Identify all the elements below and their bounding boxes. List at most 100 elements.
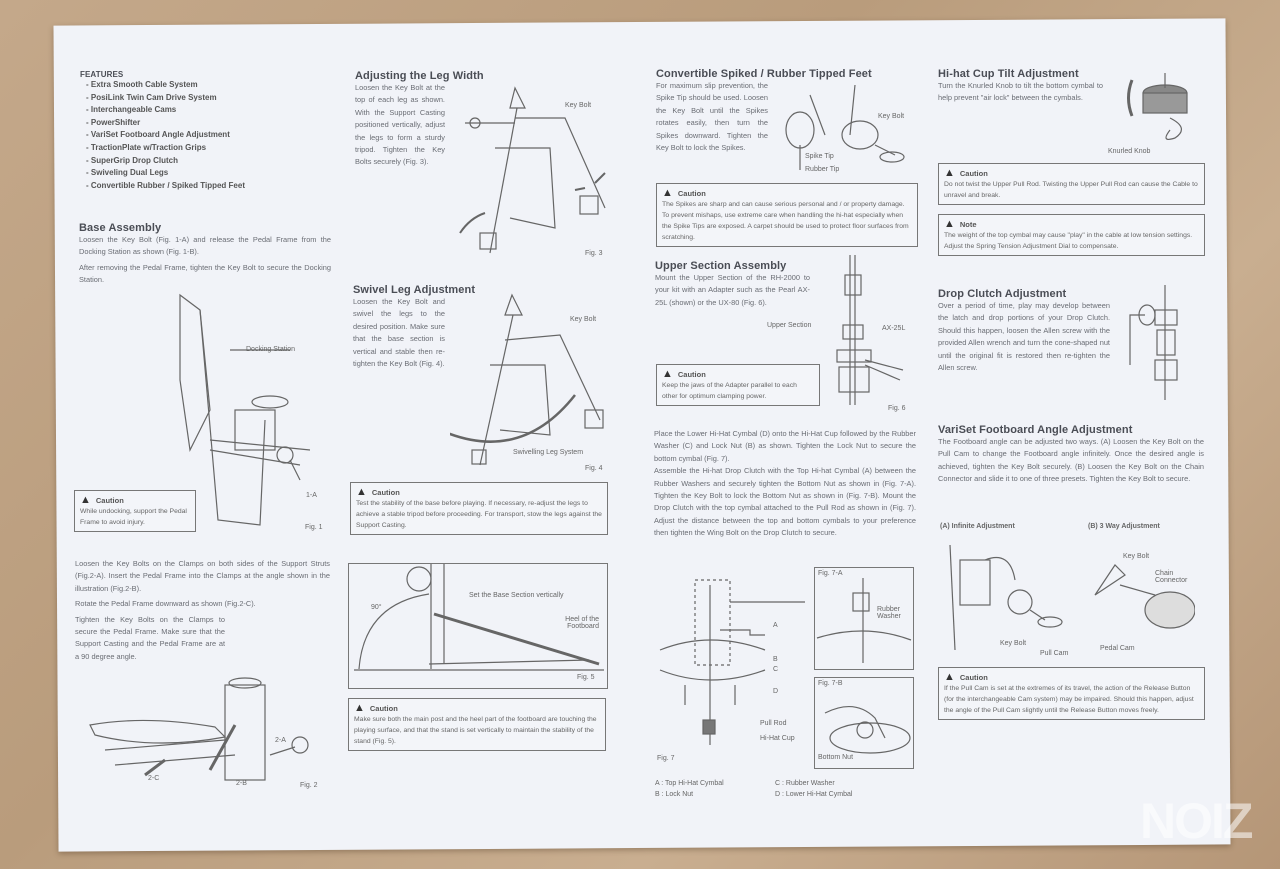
legend-item: B : Lock Nut — [655, 791, 694, 798]
tilt-drawing — [1127, 73, 1188, 140]
pedal-frame-p5: Tighten the Key Bolts on the Clamps to s… — [75, 614, 225, 661]
caution-title: Caution — [369, 703, 398, 713]
knurled-knob-label: Knurled Knob — [1108, 148, 1151, 155]
cymbal-p1: Place the Lower Hi-Hat Cymbal (D) onto t… — [654, 429, 916, 463]
feet-text: For maximum slip prevention, the Spike T… — [656, 81, 768, 153]
caution-text: While undocking, support the Pedal Frame… — [80, 508, 187, 526]
fig3-caption: Fig. 3 — [585, 250, 603, 257]
rubber-washer-label: Rubber Washer — [877, 606, 901, 620]
feature-item: - PowerShifter — [86, 117, 141, 127]
feature-item: - Interchangeable Cams — [86, 105, 177, 115]
fig4-key-bolt-label: Key Bolt — [570, 316, 597, 323]
warning-icon: ▲ — [354, 702, 365, 714]
fig2-drawing — [89, 677, 309, 781]
fig1-a-label: 1-A — [306, 492, 317, 499]
caution-title: Caution — [959, 672, 988, 682]
warning-icon: ▲ — [944, 167, 955, 179]
drop-clutch-section: Drop Clutch Adjustment Over a period of … — [938, 288, 1110, 374]
fig7a-box: Fig. 7-A Rubber Washer — [814, 567, 914, 670]
a-pull-cam-label: Pull Cam — [1040, 650, 1069, 657]
b-chain-connector-label: Chain Connector — [1155, 570, 1188, 584]
cymbal-p2: Assemble the Hi-hat Drop Clutch with the… — [654, 466, 916, 538]
cymbal-instructions: Place the Lower Hi-Hat Cymbal (D) onto t… — [654, 428, 916, 540]
feature-item: - Extra Smooth Cable System — [86, 80, 198, 89]
features-list: - Extra Smooth Cable System - PosiLink T… — [80, 79, 330, 192]
infinite-adjustment-title: (A) Infinite Adjustment — [940, 523, 1015, 530]
tilt-section: Hi-hat Cup Tilt Adjustment Turn the Knur… — [938, 68, 1108, 105]
fig2-caption: Fig. 2 — [300, 782, 318, 789]
features-section: FEATURES - Extra Smooth Cable System - P… — [80, 70, 330, 192]
tilt-title: Hi-hat Cup Tilt Adjustment — [938, 68, 1079, 80]
leg-width-text: Loosen the Key Bolt at the top of each l… — [355, 83, 445, 167]
spike-tip-label: Spike Tip — [805, 153, 834, 160]
leg-width-section: Adjusting the Leg Width Loosen the Key B… — [355, 70, 615, 169]
variset-drawing — [949, 544, 1195, 651]
caution-text: Keep the jaws of the Adapter parallel to… — [662, 382, 797, 400]
fig4-drawing — [450, 293, 604, 466]
angle-90-label: 90° — [371, 604, 382, 611]
fig2-c-label: 2-C — [148, 775, 160, 782]
caution-title: Caution — [95, 495, 124, 505]
tilt-text: Turn the Knurled Knob to tilt the bottom… — [938, 81, 1103, 103]
label-a: A — [773, 622, 778, 629]
note-text: The weight of the top cymbal may cause "… — [944, 232, 1193, 250]
b-pedal-cam-label: Pedal Cam — [1100, 645, 1135, 652]
warning-icon: ▲ — [80, 494, 91, 506]
upper-section: Upper Section Assembly Mount the Upper S… — [655, 260, 815, 309]
caution-box-adapter: ▲Caution Keep the jaws of the Adapter pa… — [656, 364, 820, 406]
caution-text: Do not twist the Upper Pull Rod. Twistin… — [944, 181, 1198, 199]
swivelling-leg-system-label: Swivelling Leg System — [513, 449, 584, 456]
legend-item: C : Rubber Washer — [775, 780, 835, 787]
warning-icon: ▲ — [944, 218, 955, 230]
drop-clutch-text: Over a period of time, play may develop … — [938, 301, 1110, 373]
drop-clutch-drawing — [1129, 285, 1178, 400]
watermark-logo: NOIZ — [1140, 793, 1253, 849]
caution-title: Caution — [677, 188, 706, 198]
caution-box-footboard: ▲ Caution Make sure both the main post an… — [348, 698, 606, 751]
caution-box-spikes: ▲ Caution The Spikes are sharp and can ca… — [656, 183, 918, 247]
fig7-legend: A : Top Hi-Hat Cymbal C : Rubber Washer … — [655, 778, 895, 800]
feature-item: - Swiveling Dual Legs — [86, 168, 169, 178]
caution-text: The Spikes are sharp and can cause serio… — [662, 201, 909, 241]
caution-text: Test the stability of the base before pl… — [356, 500, 602, 529]
feet-key-bolt-label: Key Bolt — [878, 113, 905, 120]
legend-item: D : Lower Hi-Hat Cymbal — [775, 791, 853, 798]
base-assembly-p1: Loosen the Key Bolt (Fig. 1-A) and relea… — [79, 235, 331, 257]
fig6-drawing — [836, 255, 904, 405]
warning-icon: ▲ — [944, 671, 955, 683]
fig7a-caption: Fig. 7-A — [818, 570, 843, 577]
pedal-frame-p3: Loosen the Key Bolts on the Clamps on bo… — [75, 559, 330, 593]
note-box-cable: ▲ Note The weight of the top cymbal may c… — [938, 214, 1205, 256]
note-title: Note — [959, 219, 977, 229]
pedal-frame-p4: Rotate the Pedal Frame downward as shown… — [75, 599, 256, 609]
caution-title: Caution — [677, 369, 706, 379]
set-base-label: Set the Base Section vertically — [469, 592, 564, 599]
caution-text: Make sure both the main post and the hee… — [354, 716, 597, 745]
fig7b-box: Fig. 7-B Bottom Nut — [814, 677, 914, 769]
pull-rod-label: Pull Rod — [760, 720, 787, 727]
fig3-drawing — [459, 86, 606, 254]
base-assembly-section: Base Assembly Loosen the Key Bolt (Fig. … — [79, 222, 331, 287]
fig2-a-label: 2-A — [275, 737, 286, 744]
label-d: D — [773, 688, 779, 695]
b-key-bolt-label: Key Bolt — [1123, 553, 1150, 560]
feature-item: - Convertible Rubber / Spiked Tipped Fee… — [86, 180, 245, 190]
docking-station-label: Docking Station — [246, 346, 296, 353]
features-title: FEATURES — [80, 70, 124, 79]
feature-item: - PosiLink Twin Cam Drive System — [86, 92, 217, 102]
label-b: B — [773, 656, 778, 663]
fig5-caption: Fig. 5 — [577, 674, 595, 681]
upper-text: Mount the Upper Section of the RH-2000 t… — [655, 273, 810, 307]
swivel-title: Swivel Leg Adjustment — [353, 284, 476, 296]
upper-title: Upper Section Assembly — [655, 260, 787, 272]
fig7-caption: Fig. 7 — [657, 755, 675, 762]
bottom-nut-label: Bottom Nut — [818, 754, 854, 761]
fig3-key-bolt-label: Key Bolt — [565, 102, 592, 109]
swivel-section: Swivel Leg Adjustment Loosen the Key Bol… — [353, 284, 613, 370]
swivel-text: Loosen the Key Bolt and swivel the legs … — [353, 297, 445, 369]
pedal-frame-instructions: Loosen the Key Bolts on the Clamps on bo… — [75, 558, 330, 663]
caution-box-pull-cam: ▲Caution If the Pull Cam is set at the e… — [938, 667, 1205, 720]
fig7-drawing — [659, 579, 805, 745]
caution-title: Caution — [371, 487, 400, 497]
warning-icon: ▲ — [662, 187, 673, 199]
